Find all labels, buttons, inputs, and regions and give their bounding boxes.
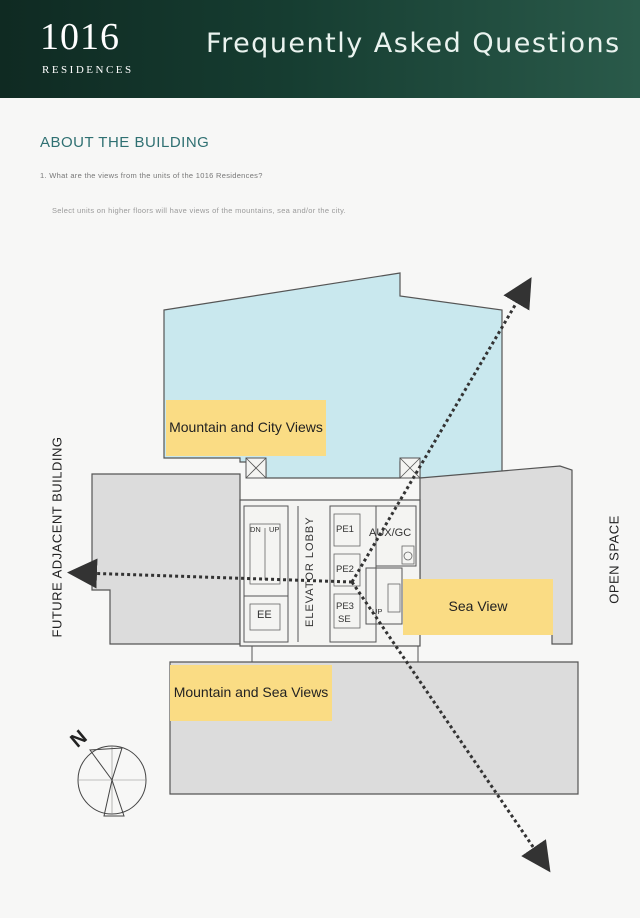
future-building-label: FUTURE ADJACENT BUILDING [49,436,65,638]
room-up-2: UP [372,607,383,616]
room-aux: AUX/GC [369,527,412,539]
sea-view-label: Sea View [403,579,553,635]
open-space-label: OPEN SPACE [606,515,622,604]
answer-text: Select units on higher floors will have … [52,206,346,215]
elevator-lobby-label: ELEVATOR LOBBY [304,516,316,627]
room-dn: DN [250,525,261,534]
arrow-northeast [350,277,532,583]
room-se: SE [338,614,351,625]
question-text: 1. What are the views from the units of … [40,171,263,180]
room-pe2: PE2 [336,564,354,575]
section-title: ABOUT THE BUILDING [40,134,210,151]
page-title: Frequently Asked Questions [206,28,621,59]
logo-subtitle: RESIDENCES [42,64,134,76]
arrow-southeast [350,581,551,873]
mountain-sea-views-label: Mountain and Sea Views [170,665,332,721]
logo-number: 1016 [40,16,120,58]
left-wing [91,473,241,645]
room-pe1: PE1 [336,524,354,535]
compass [77,745,147,817]
room-up: UP [269,525,280,534]
room-ee: EE [257,609,272,621]
mountain-city-views-label: Mountain and City Views [166,400,326,456]
room-pe3: PE3 [336,601,354,612]
page-header: 1016 RESIDENCES Frequently Asked Questio… [0,0,640,98]
